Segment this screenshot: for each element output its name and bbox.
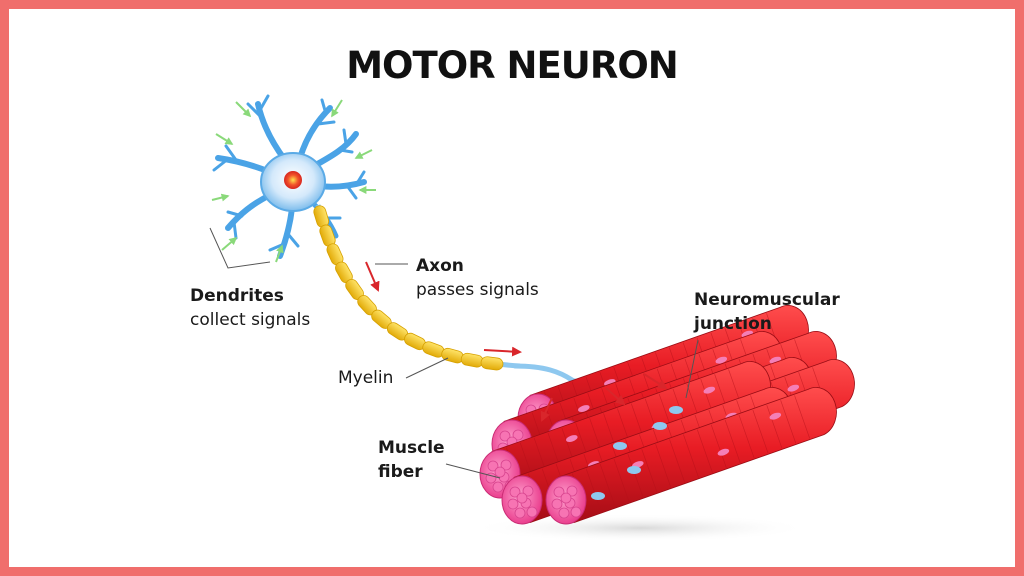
junction-leader-line [685,339,699,399]
myelin-segment [441,347,464,364]
muscle-striation [683,434,699,478]
signal-direction-arrows [365,261,668,422]
muscle-fiber [557,387,837,524]
myofibril [566,485,578,497]
muscle-striation [585,468,602,512]
dendrites-label: Dendrites collect signals [190,284,310,332]
muscle-nucleus [787,384,800,392]
muscle-leader-line [445,463,501,479]
muscle-striation [669,439,686,483]
myofibril [570,506,582,518]
nucleus [284,171,302,189]
myofibril [507,498,519,510]
muscle-nucleus [769,412,782,420]
muscle-label-line1: Muscle [378,438,445,458]
muscle-label-line2: fiber [378,462,423,482]
axon-label-name: Axon [416,256,464,276]
myofibril [526,506,538,518]
myofibril [560,492,572,504]
myofibril [500,459,512,471]
muscle-nucleus [717,448,730,456]
axon-label-desc: passes signals [416,280,539,300]
muscle-striation [724,419,741,463]
muscle-striation [710,424,727,468]
muscle-striation [766,405,783,449]
junction-label-line1: Neuromuscular [694,290,840,310]
motor-endplates [591,406,683,500]
muscle-fiber-bundle [479,305,855,525]
dendrites-label-desc: collect signals [190,310,311,330]
leader-lines [209,227,699,479]
myelin-label: Myelin [338,366,393,390]
dendrites-label-name: Dendrites [190,286,284,306]
myelin-sheath [313,205,504,371]
myofibril [514,507,526,519]
muscle-shadow [470,514,810,542]
myofibril [492,481,504,493]
diagram-title: MOTOR NEURON [346,44,679,87]
muscle-nucleus [715,356,728,364]
muscle-striation [627,453,644,498]
muscle-nucleus [578,405,590,412]
muscle-striation [613,458,630,503]
muscle-striation [780,400,797,444]
myofibril [522,485,534,497]
muscle-label: Muscle fiber [378,436,445,484]
dendrites-leader-line [209,227,271,269]
muscle-nucleus [566,435,578,442]
myofibril [487,460,499,472]
myofibril [494,466,506,478]
muscle-striation [599,463,616,507]
myofibril [558,507,570,519]
input-signal-arrows [211,99,376,263]
junction-label: Neuromuscular junction [694,288,840,336]
muscle-striation [696,429,713,473]
myofibril [553,486,565,498]
muscle-striation [655,444,672,488]
muscle-striation [794,395,811,439]
junction-label-line2: junction [694,314,772,334]
myelin-segment [460,352,484,368]
myofibril [516,492,528,504]
myelin-segment [480,356,504,371]
muscle-striation [752,409,769,454]
myofibril [499,430,511,442]
myelin-leader-line [405,357,449,379]
axon-label: Axon passes signals [416,254,539,302]
muscle-striation [738,414,755,459]
myelin-label-name: Myelin [338,368,394,388]
myofibril [551,498,563,510]
muscle-striation [641,449,658,493]
myofibril [509,486,521,498]
muscle-nucleus [703,386,716,394]
myofibril [512,429,524,441]
